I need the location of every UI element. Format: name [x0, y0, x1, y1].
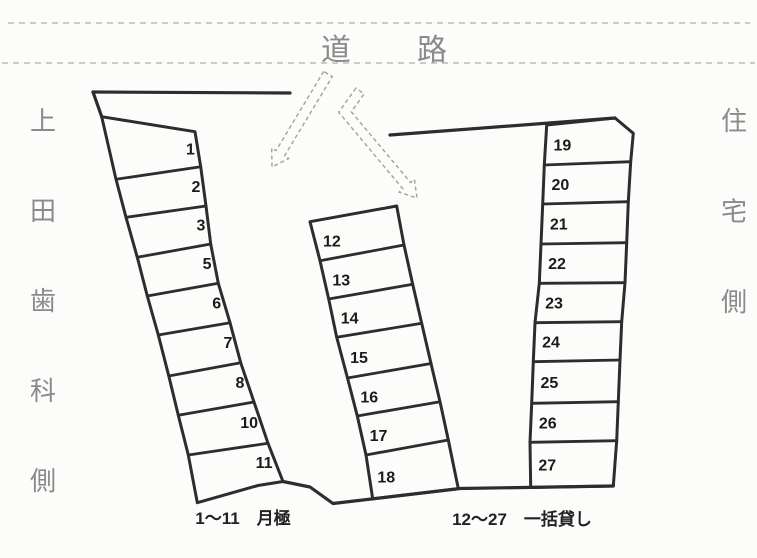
right-side-char: 住 [721, 106, 747, 136]
middle-strip-divider [364, 438, 450, 457]
parking-space-12: 12 [323, 234, 341, 251]
parking-space-25: 25 [541, 375, 559, 392]
middle-strip: 12 13 14 15 16 17 18 [308, 204, 460, 501]
parking-space-1: 1 [186, 142, 195, 159]
parking-space-6: 6 [212, 296, 221, 313]
monthly-strip-divider [124, 204, 208, 219]
parking-space-14: 14 [341, 311, 359, 328]
parking-space-20: 20 [552, 177, 570, 194]
bottom-boundary [281, 479, 615, 506]
middle-strip-divider [327, 282, 415, 301]
monthly-strip-divider [114, 165, 203, 181]
middle-strip-outline [308, 204, 460, 501]
monthly-strip-divider [186, 441, 270, 457]
parking-space-21: 21 [550, 217, 568, 234]
road-label: 道路 [321, 34, 513, 67]
parking-space-10: 10 [240, 415, 258, 432]
middle-strip-divider [335, 321, 424, 339]
bulk-strip-outline [528, 116, 635, 489]
monthly-strip-divider [145, 281, 220, 298]
monthly-strip-divider [167, 361, 243, 378]
entrance-arrow-left [271, 70, 333, 168]
parking-space-26: 26 [539, 415, 557, 432]
bulk-strip-divider [537, 281, 627, 285]
bulk-strip-divider [528, 439, 619, 444]
parking-space-23: 23 [545, 296, 563, 313]
parking-space-17: 17 [370, 428, 388, 445]
caption-bulk: 12〜27 一括貸し [452, 509, 592, 529]
parking-space-24: 24 [542, 335, 560, 352]
parking-space-7: 7 [223, 335, 232, 352]
right-side-char: 宅 [721, 197, 747, 227]
bulk-strip-divider [530, 400, 620, 405]
entrance-arrow-right [338, 87, 418, 199]
bulk-strip-divider [539, 241, 629, 246]
parking-space-13: 13 [332, 272, 350, 289]
left-side-char: 側 [30, 466, 56, 496]
parking-space-15: 15 [350, 350, 368, 367]
monthly-strip-divider [135, 242, 213, 259]
road-edge-left [91, 90, 292, 95]
parking-space-2: 2 [191, 179, 200, 196]
bulk-strip-divider [531, 358, 622, 364]
bulk-strip-divider [542, 160, 633, 167]
middle-strip-divider [346, 362, 433, 380]
monthly-strip-divider [176, 400, 256, 417]
parking-space-22: 22 [548, 256, 566, 273]
left-side-char: 田 [30, 196, 56, 226]
right-side-char: 側 [721, 287, 747, 317]
bulk-strip: 19 20 21 22 23 24 25 26 27 [528, 116, 635, 489]
bulk-strip-divider [541, 200, 630, 206]
right-side-label: 住宅側 [721, 106, 747, 317]
monthly-strip-divider [156, 321, 232, 337]
parking-space-3: 3 [196, 218, 205, 235]
left-side-char: 上 [30, 106, 56, 136]
middle-strip-divider [318, 243, 406, 263]
parking-space-5: 5 [203, 256, 212, 273]
monthly-strip-outline [100, 115, 285, 505]
parking-space-27: 27 [538, 457, 556, 474]
monthly-strip: 1 2 3 5 6 7 8 10 11 [100, 115, 285, 505]
left-corner-edge [91, 90, 104, 119]
parking-space-8: 8 [235, 375, 244, 392]
parking-space-16: 16 [360, 390, 378, 407]
middle-strip-divider [355, 400, 442, 418]
parking-space-19: 19 [554, 138, 572, 155]
caption-monthly: 1〜11 月極 [195, 508, 290, 528]
parking-space-18: 18 [377, 469, 395, 486]
left-side-char: 歯 [30, 286, 56, 316]
parking-space-11: 11 [256, 455, 273, 472]
map-geometry: 1235678101112131415161718192021222324252… [2, 22, 755, 506]
left-side-char: 科 [30, 376, 56, 406]
bulk-strip-divider [533, 320, 624, 325]
